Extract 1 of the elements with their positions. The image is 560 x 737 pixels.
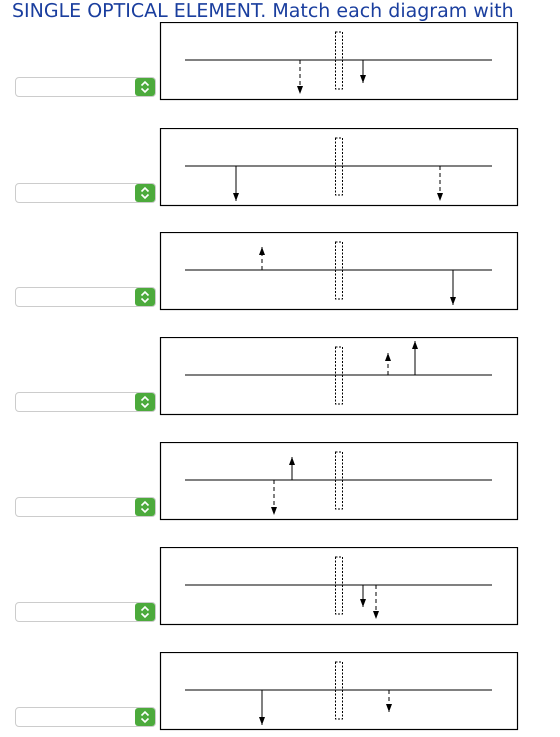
question-heading: SINGLE OPTICAL ELEMENT. Match each diagram with bbox=[12, 0, 514, 22]
